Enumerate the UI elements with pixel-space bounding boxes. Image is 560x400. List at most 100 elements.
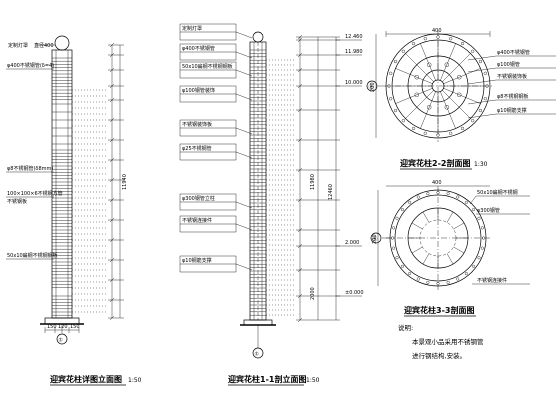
dim-tick-slash — [297, 52, 303, 58]
callout: φ400不锈钢管(δ=4) — [7, 62, 54, 69]
dim-tick-slash — [109, 217, 115, 223]
drawing-title: 迎宾花柱2-2剖面图 — [400, 158, 470, 168]
axis-label: ① — [59, 338, 64, 344]
callout: φ100钢管装饰 — [182, 87, 215, 94]
callout: 不锈钢连接件 — [182, 217, 212, 224]
section-elevation-drawing: ① 定制灯罩φ400不锈钢管50x10扁钢不锈钢钢板φ100钢管装饰不锈钢装饰板… — [179, 23, 364, 386]
notes-line: 本景观小品采用不锈钢管 — [412, 337, 484, 346]
dim-tick-slash — [297, 197, 303, 203]
elevation-drawing: 150 120 150 ① 定制灯罩 直径400 φ400不锈钢管(δ=4) φ… — [6, 35, 142, 386]
dim-tick-slash — [297, 107, 303, 113]
rod-section — [423, 37, 427, 41]
level-label: ±0.000 — [345, 290, 364, 296]
dim-tick-slash — [297, 34, 303, 40]
callout: 定制灯罩 — [8, 42, 28, 49]
level-label: 2.000 — [345, 240, 359, 246]
dim-tick-slash — [109, 197, 115, 203]
rod-section — [480, 226, 484, 230]
connector — [446, 253, 454, 265]
connector — [453, 222, 465, 230]
callout: φ100钢管 — [497, 61, 520, 68]
dim-tick-slash — [109, 67, 115, 73]
callout: φ25不锈钢管 — [182, 145, 212, 152]
axis-label: ① — [255, 352, 260, 358]
dim-label: 12460 — [328, 184, 334, 200]
dim-label: 200 — [370, 82, 376, 92]
leader-line — [235, 69, 253, 77]
drawing-scale: 1:50 — [306, 377, 320, 384]
leader-line — [235, 151, 253, 159]
connector — [411, 246, 423, 254]
rod-section — [393, 108, 398, 113]
rod-section — [400, 208, 404, 212]
rod-section — [416, 277, 420, 281]
callout: 定制灯罩 — [182, 25, 202, 32]
axis-bubble — [56, 333, 68, 345]
dim-tick-slash — [297, 227, 303, 233]
tube-section — [426, 105, 432, 110]
rod-section — [460, 126, 465, 131]
rod-section — [464, 272, 468, 276]
dim-tick-slash — [109, 157, 115, 163]
axis-label: Ⓐ — [373, 236, 378, 243]
connector — [446, 211, 454, 223]
spoke — [440, 43, 456, 81]
dim-tick-slash — [109, 52, 115, 58]
spoke — [405, 53, 434, 82]
callout: φ300钢管立柱 — [182, 195, 215, 202]
tube-section — [444, 105, 450, 110]
callout: 直径400 — [34, 42, 54, 49]
spoke — [395, 88, 433, 104]
rod-section — [401, 49, 405, 53]
tube-section — [414, 74, 419, 80]
callout: 不锈钢连接件 — [477, 277, 507, 284]
spoke — [420, 91, 436, 129]
dim-tick-slash — [297, 293, 303, 299]
dim-label: 400 — [432, 180, 442, 186]
drawing-title: 迎宾花柱详图立面图 — [50, 374, 122, 384]
dim-tick-slash — [109, 97, 115, 103]
dim-label: 2000 — [310, 287, 316, 300]
drawing-scale: 1:50 — [128, 377, 142, 384]
dim-tick-slash — [109, 83, 115, 89]
rod-section — [416, 195, 420, 199]
dim-tick-slash — [297, 267, 303, 273]
rod-section — [449, 131, 453, 135]
rod-section — [392, 226, 396, 230]
rod-section — [423, 131, 427, 135]
spoke — [405, 90, 434, 119]
leader-line — [235, 51, 253, 59]
callout: 50x10扁钢不锈钢钢板 — [182, 63, 233, 70]
rod-section — [480, 246, 484, 250]
callout: φ10钢筋支撑 — [182, 257, 212, 264]
level-marks: 12.460 11.980 10.000 2.000 ±0.000 — [336, 34, 364, 297]
rod-section — [408, 272, 412, 276]
notes-heading: 说明: — [398, 323, 413, 332]
callout: 不锈钢装饰板 — [182, 121, 212, 128]
dim-tick-slash — [109, 315, 115, 321]
leader-line — [235, 263, 253, 271]
leader-line — [467, 55, 497, 61]
rod-section — [471, 49, 475, 53]
dim-total: 11940 — [122, 174, 128, 190]
rod-section — [483, 97, 487, 101]
dim-tick-slash — [297, 243, 303, 249]
rod-section — [395, 216, 399, 220]
rod-section — [436, 35, 440, 39]
dim-tick-slash — [109, 297, 115, 303]
rod-section — [400, 264, 404, 268]
spoke — [442, 90, 471, 119]
callout: 50x10扁钢不锈钢钢板 — [7, 252, 58, 259]
dim-label: 200 — [372, 234, 378, 244]
dim-tick-slash — [109, 42, 115, 48]
leader-line — [235, 127, 253, 135]
rod-section — [483, 71, 487, 75]
tube-section — [414, 92, 419, 98]
rod-section — [389, 71, 393, 75]
section-2-2-drawing: 400 200 Ⓐ φ400不锈钢管φ100钢管不锈钢装饰板φ8不锈钢钢板φ10… — [366, 28, 556, 170]
dim-label: 120 — [58, 324, 68, 330]
lamp-shade — [252, 31, 264, 43]
axis-label: Ⓐ — [369, 84, 374, 91]
rod-section — [426, 280, 430, 284]
